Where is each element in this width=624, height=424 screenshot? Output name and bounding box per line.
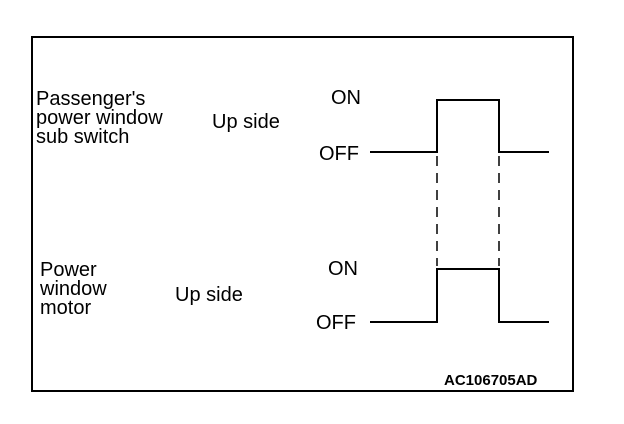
signal-2-side: Up side (175, 284, 243, 306)
signal-2-on-label: ON (328, 258, 358, 280)
signal-1-name-line-2: power window (36, 107, 163, 129)
signal-1-side: Up side (212, 111, 280, 133)
signal-2-name-line-3: motor (40, 297, 92, 319)
signal-1-name-line-1: Passenger's (36, 88, 146, 110)
signal-2-name-line-2: window (40, 278, 107, 300)
signal-1-name-line-3: sub switch (36, 126, 130, 148)
figure-code: AC106705AD (444, 372, 538, 389)
signal-2-name-line-1: Power (40, 259, 97, 281)
signal-1-on-label: ON (331, 87, 361, 109)
signal-2-off-label: OFF (316, 312, 356, 334)
signal-1-off-label: OFF (319, 143, 359, 165)
diagram-frame (31, 36, 574, 392)
signal-2-waveform (370, 268, 549, 323)
signal-1-waveform (370, 99, 549, 153)
